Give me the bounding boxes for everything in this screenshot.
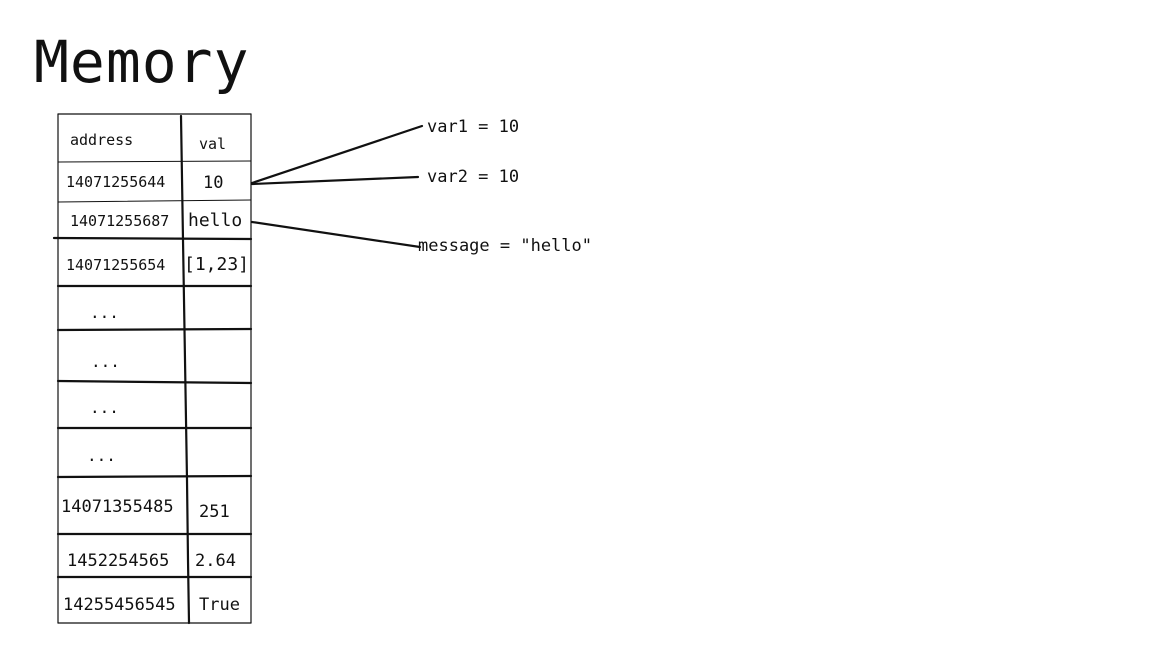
table-row-address: 14071255644 [66,173,165,191]
variable-label: var1 = 10 [427,117,519,137]
variable-label: var2 = 10 [427,167,519,187]
table-row-value: True [199,595,240,615]
reference-arrows [250,124,424,249]
table-row-address: 14071355485 [61,497,174,517]
table-row-value: hello [188,210,242,231]
pointer-line-var2 [250,175,420,186]
table-row-value: 10 [203,173,223,193]
row-separator [56,474,253,479]
table-row-address: ... [87,446,116,465]
row-separator [56,327,253,332]
table-row-value: [1,23] [184,254,249,275]
table-row-address: ... [90,303,119,322]
table-row-address: 14071255654 [66,256,165,274]
row-separator [57,199,252,203]
table-row-value: 251 [199,502,230,522]
column-header-value: val [199,135,226,153]
table-row-value: 2.64 [195,551,236,571]
table-row-address: ... [91,352,120,371]
pointer-line-var1 [250,124,424,185]
table-row-address: ... [90,398,119,417]
memory-table-rows: 14071255644 10 14071255687 hello 1407125… [61,173,249,615]
table-row-address: 14071255687 [70,212,169,230]
table-row-address: 1452254565 [67,551,169,571]
column-header-address: address [70,131,133,149]
row-separator [57,160,252,163]
column-divider [179,114,191,625]
table-row-address: 14255456545 [63,595,176,615]
memory-table-grid [52,113,253,625]
row-separator [56,379,253,385]
variable-label: message = "hello" [418,236,592,256]
pointer-line-message [250,220,422,249]
row-separator [52,236,253,241]
page-title: Memory [34,28,250,96]
